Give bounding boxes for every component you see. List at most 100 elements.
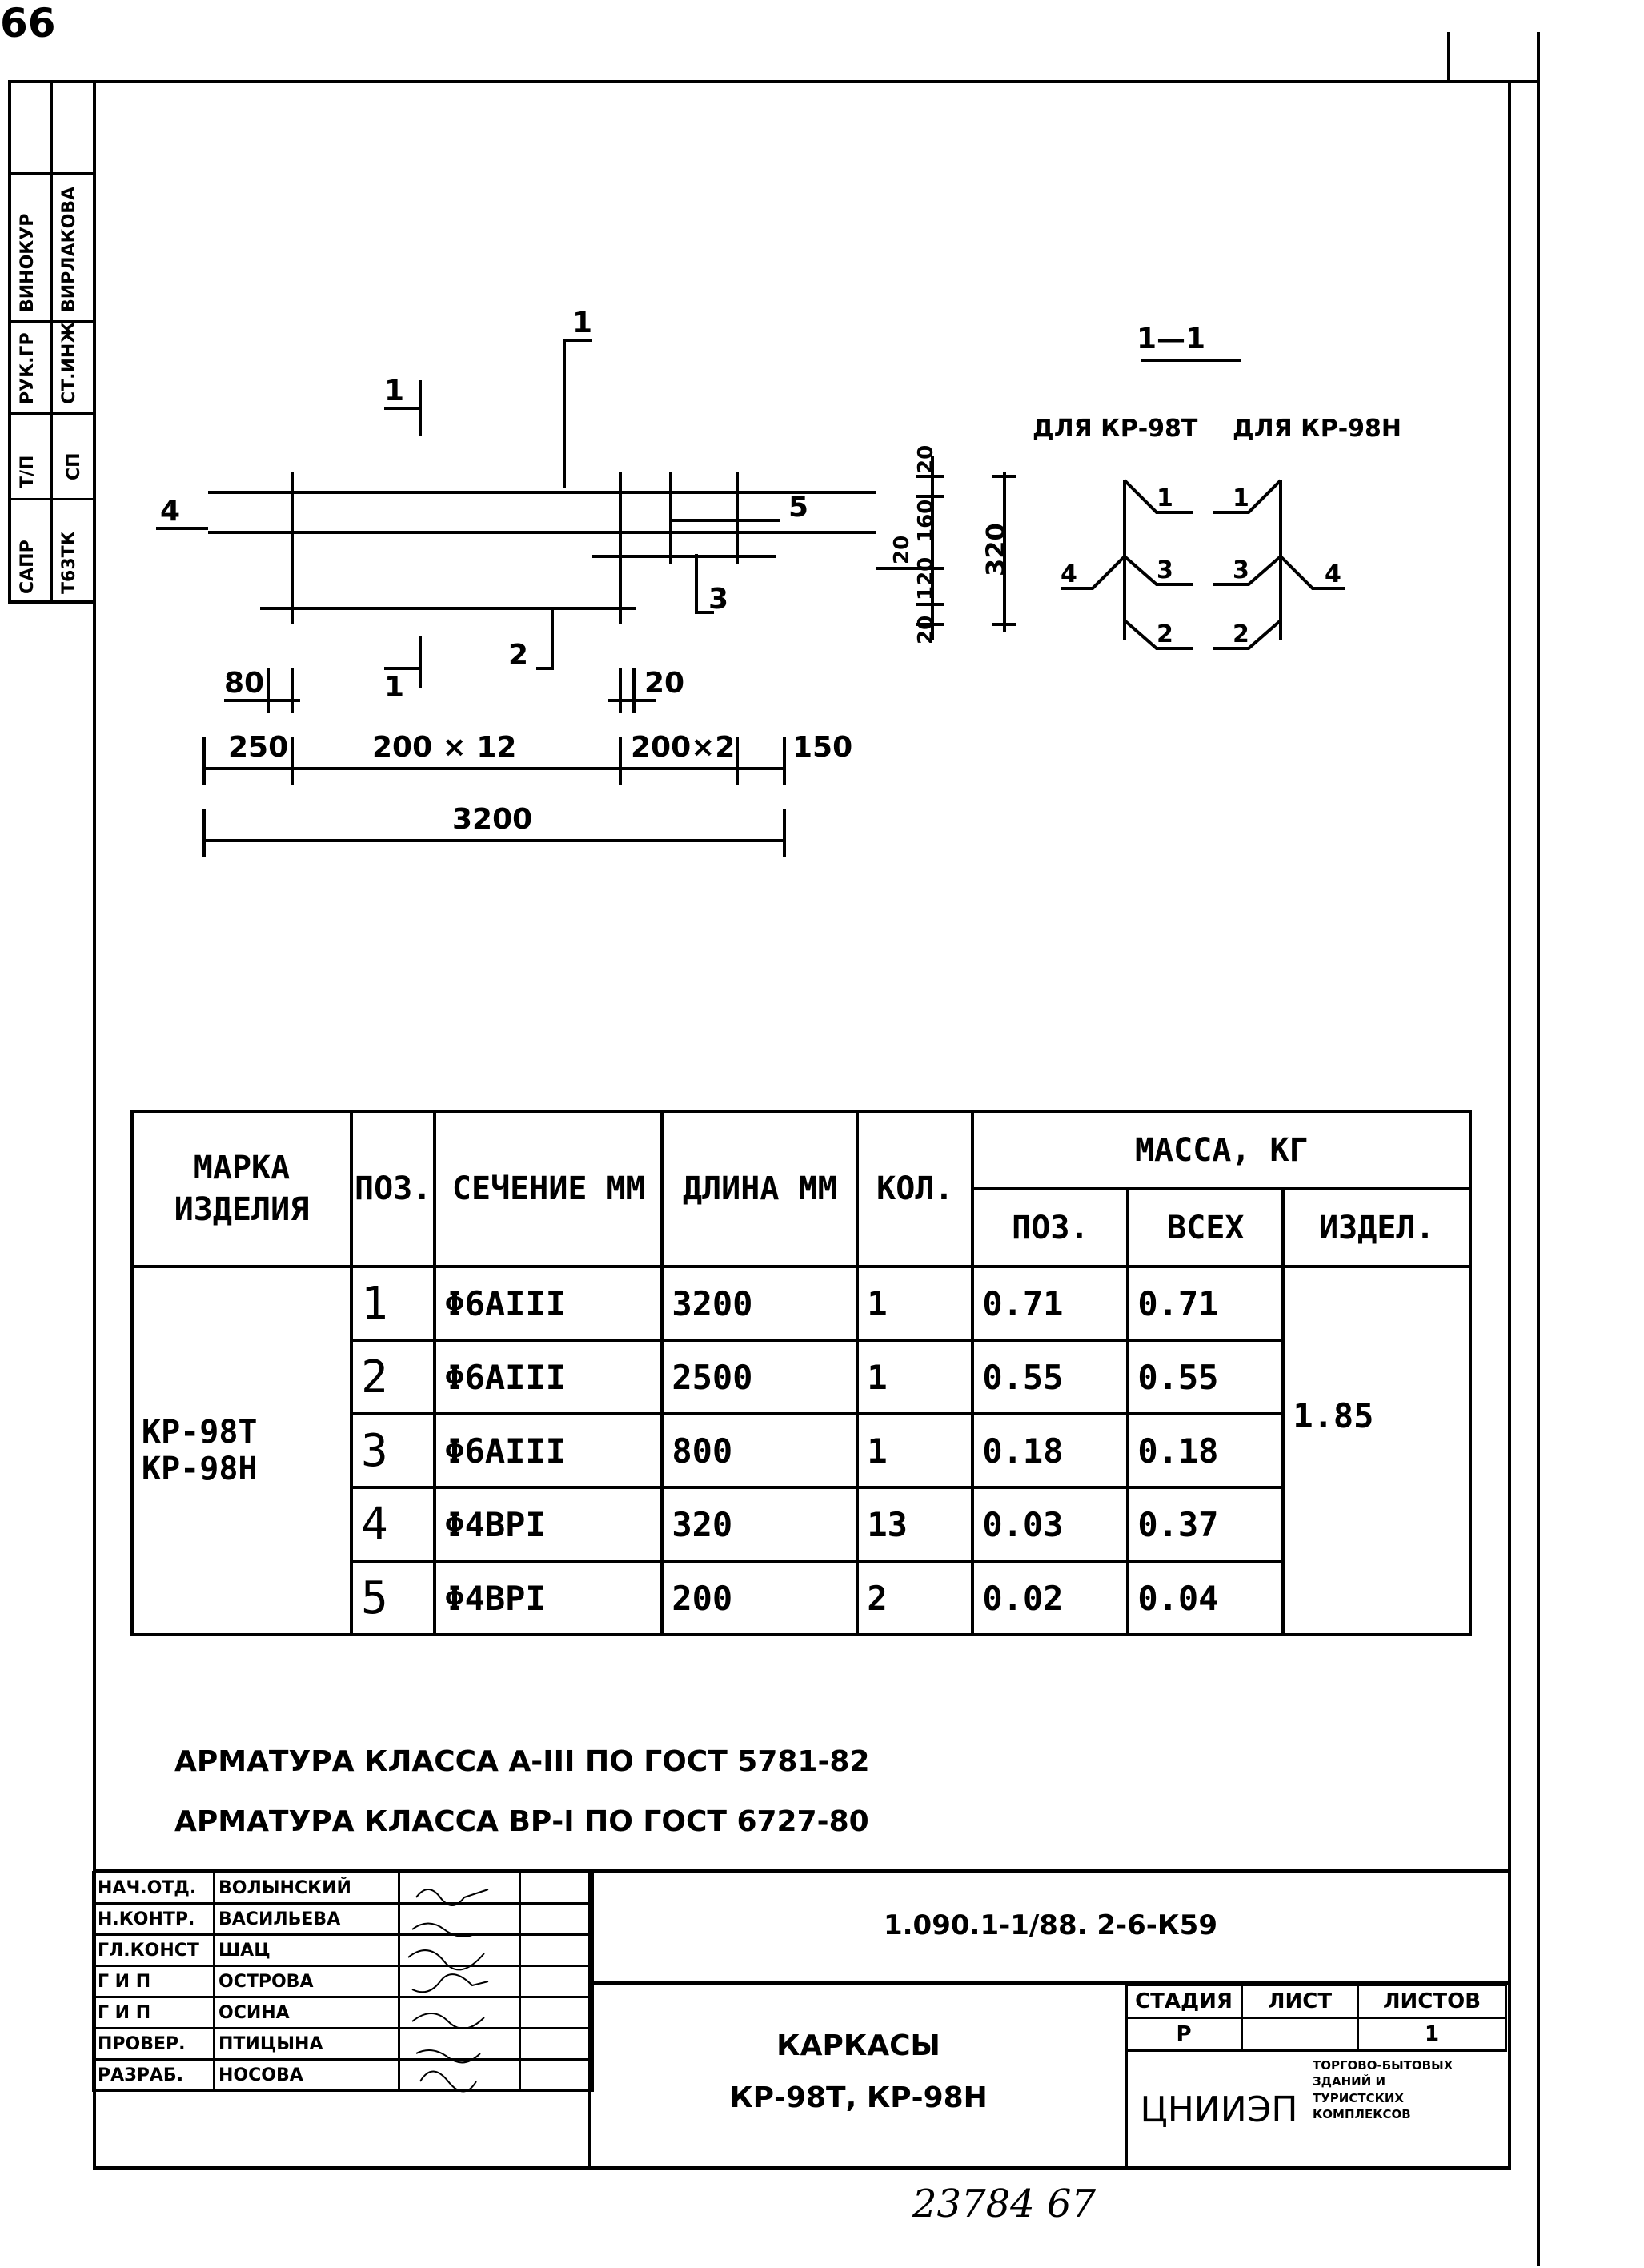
row-length: 200 <box>660 1560 860 1636</box>
header-length: ДЛИНА ММ <box>660 1110 860 1268</box>
signer-row: Н.КОНТР.ВАСИЛЬЕВА <box>92 1902 594 1936</box>
frame-left <box>93 80 96 2170</box>
row-mass-pos: 0.18 <box>971 1412 1130 1489</box>
sheet-value <box>1241 2017 1359 2052</box>
label-pos-5: 5 <box>788 491 808 524</box>
row-qty: 1 <box>856 1265 975 1342</box>
table-row: 4 Φ4BPI 320 13 0.03 0.37 <box>132 1486 1470 1563</box>
sec-h-pos-3: 3 <box>1233 556 1249 584</box>
sec-t-pos-2: 2 <box>1157 620 1173 648</box>
signer-name: ВОЛЫНСКИЙ <box>213 1871 400 1905</box>
date-cell <box>519 1902 594 1936</box>
signature <box>398 2027 521 2061</box>
signature-scribbles <box>407 1889 489 2093</box>
stamp-mid <box>50 80 53 600</box>
dim-200x2: 200×2 <box>631 731 735 764</box>
signer-name: ОСИНА <box>213 1996 400 2029</box>
frame-bottom <box>93 2166 1511 2170</box>
stamp-ruk-gr: РУК.ГР <box>18 332 38 404</box>
specification-table: МАРКА ИЗДЕЛИЯ ПОЗ. СЕЧЕНИЕ ММ ДЛИНА ММ К… <box>130 1110 1473 1636</box>
signer-name: ВАСИЛЬЕВА <box>213 1902 400 1936</box>
organization-note: ТОРГОВО-БЫТОВЫХ ЗДАНИЙ И ТУРИСТСКИХ КОМП… <box>1313 2058 1454 2121</box>
document-title-line1: КАРКАСЫ <box>776 2029 940 2062</box>
note-class-a3: АРМАТУРА КЛАССА А-III ПО ГОСТ 5781-82 <box>174 1745 870 1778</box>
row-mass-pos: 0.03 <box>971 1486 1130 1563</box>
inventory-number: 23784 67 <box>912 2182 1097 2226</box>
stamp-tp: Т/П <box>18 455 38 488</box>
label-pos-1: 1 <box>572 307 592 339</box>
dim-3200: 3200 <box>452 803 532 836</box>
row-length: 800 <box>660 1412 860 1489</box>
label-pos-4: 4 <box>160 495 180 528</box>
signature <box>398 1965 521 1998</box>
organization-name: ЦНИИЭП <box>1140 2089 1298 2130</box>
sheet-label: ЛИСТ <box>1241 1984 1359 2019</box>
signer-role: Г И П <box>92 1965 215 1998</box>
stamp-virlakova: ВИРЛАКОВА <box>59 186 79 312</box>
label-cut-top: 1 <box>384 375 404 407</box>
table-row: КР-98Т КР-98Н 1 Φ6AIII 3200 1 0.71 0.71 … <box>130 1265 1473 1636</box>
sec-t-pos-3: 3 <box>1157 556 1173 584</box>
section-mark: 1—1 <box>1137 323 1205 355</box>
signer-role: ГЛ.КОНСТ <box>92 1933 215 1967</box>
header-mass-all: ВСЕХ <box>1126 1187 1285 1268</box>
row-pos: 5 <box>349 1560 437 1636</box>
row-mass-all: 0.18 <box>1126 1412 1285 1489</box>
sec-t-pos-4: 4 <box>1061 560 1077 588</box>
signature <box>398 2058 521 2092</box>
signer-row: НАЧ.ОТД.ВОЛЫНСКИЙ <box>92 1871 594 1905</box>
mark-value: КР-98Т КР-98Н <box>130 1265 353 1636</box>
table-row: 2 Φ6AIII 2500 1 0.55 0.55 <box>132 1339 1470 1415</box>
row-qty: 1 <box>856 1339 975 1415</box>
table-row: 5 Φ4BPI 200 2 0.02 0.04 <box>132 1560 1470 1636</box>
stamp-st-inzh: СТ.ИНЖ <box>59 321 79 404</box>
stamp-sp: СП <box>64 452 84 480</box>
date-cell <box>519 1871 594 1905</box>
frame-top <box>94 80 1539 83</box>
label-cut-bottom: 1 <box>384 671 404 704</box>
dim-80: 80 <box>224 667 264 700</box>
sec-t-pos-1: 1 <box>1157 484 1173 512</box>
row-length: 3200 <box>660 1265 860 1342</box>
row-qty: 2 <box>856 1560 975 1636</box>
stamp-t63tk: Т63ТК <box>59 531 79 594</box>
sec-dim-20-bot: 20 <box>914 616 938 644</box>
page-number-divider <box>1447 32 1450 80</box>
sec-dim-20-mid: 20 <box>890 536 914 564</box>
header-pos: ПОЗ. <box>349 1110 437 1268</box>
header-mark: МАРКА ИЗДЕЛИЯ <box>130 1110 353 1268</box>
page-number: 66 <box>0 0 56 46</box>
document-code: 1.090.1-1/88. 2-6-К59 <box>883 1909 1217 1941</box>
row-mass-all: 0.04 <box>1126 1560 1285 1636</box>
label-pos-3: 3 <box>708 583 728 616</box>
signer-name: ПТИЦЫНА <box>213 2027 400 2061</box>
row-pos: 4 <box>349 1486 437 1563</box>
stamp-row-line <box>8 320 96 323</box>
row-section: Φ4BPI <box>433 1560 664 1636</box>
row-pos: 1 <box>349 1265 437 1342</box>
signer-name: НОСОВА <box>213 2058 400 2092</box>
titleblock-stage-left <box>1125 1981 1128 2170</box>
signer-name: ШАЦ <box>213 1933 400 1967</box>
signer-role: РАЗРАБ. <box>92 2058 215 2092</box>
signature <box>398 1902 521 1936</box>
row-mass-pos: 0.02 <box>971 1560 1130 1636</box>
sec-dim-20-top: 20 <box>914 445 938 474</box>
stage-table: СТАДИЯ ЛИСТ ЛИСТОВ Р 1 <box>1125 1984 1507 2052</box>
header-mass-item: ИЗДЕЛ. <box>1281 1187 1473 1268</box>
row-section: Φ6AIII <box>433 1412 664 1489</box>
reinforcement-drawing: 1 2 3 4 5 1 1 80 20 250 200 × 12 200×2 1… <box>156 307 1401 857</box>
signer-row: ПРОВЕР.ПТИЦЫНА <box>92 2027 594 2061</box>
header-mass: МАССА, КГ <box>971 1110 1473 1190</box>
sec-h-pos-1: 1 <box>1233 484 1249 512</box>
row-length: 2500 <box>660 1339 860 1415</box>
sec-dim-320: 320 <box>980 523 1011 576</box>
titleblock-mid <box>588 1981 1511 1985</box>
header-qty: КОЛ. <box>856 1110 975 1268</box>
header-section: СЕЧЕНИЕ ММ <box>433 1110 664 1268</box>
row-qty: 1 <box>856 1412 975 1489</box>
row-section: Φ6AIII <box>433 1339 664 1415</box>
stamp-bottom <box>8 600 96 604</box>
